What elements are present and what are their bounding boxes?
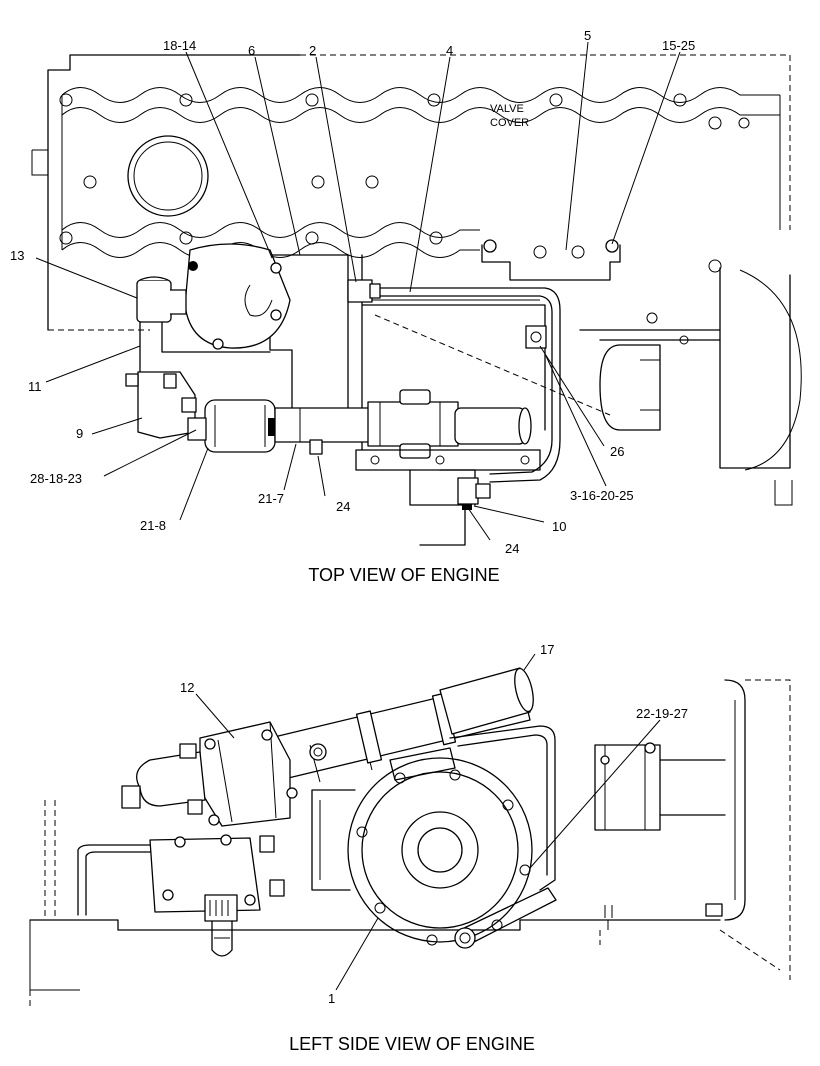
side-view-caption: LEFT SIDE VIEW OF ENGINE: [289, 1034, 535, 1054]
callout-18-14: 18-14: [163, 38, 196, 53]
callout-6: 6: [248, 43, 255, 58]
callout-24-lower: 24: [505, 541, 519, 556]
callout-28-18-23: 28-18-23: [30, 471, 82, 486]
valve-cover-label-line1: VALVE: [490, 103, 524, 115]
callout-1: 1: [328, 991, 335, 1006]
valve-cover-label-line2: COVER: [490, 117, 529, 129]
callout-3-16-20-25: 3-16-20-25: [570, 488, 634, 503]
top-view-leaders: [35, 41, 681, 541]
callout-13: 13: [10, 248, 24, 263]
callout-2: 2: [309, 43, 316, 58]
callout-21-7: 21-7: [258, 491, 284, 506]
side-view-leaders: [195, 653, 661, 991]
top-view-caption: TOP VIEW OF ENGINE: [308, 565, 499, 585]
callout-10: 10: [552, 519, 566, 534]
callout-12: 12: [180, 680, 194, 695]
callout-15-25: 15-25: [662, 38, 695, 53]
callout-17: 17: [540, 642, 554, 657]
callout-11: 11: [28, 379, 42, 394]
callout-22-19-27: 22-19-27: [636, 706, 688, 721]
callout-9: 9: [76, 426, 83, 441]
callout-24-upper: 24: [336, 499, 350, 514]
callout-26: 26: [610, 444, 624, 459]
top-view-drawing: [31, 54, 802, 546]
side-view-drawing: [29, 667, 791, 1010]
callout-21-8: 21-8: [140, 518, 166, 533]
callout-5: 5: [584, 28, 591, 43]
callout-4: 4: [446, 43, 453, 58]
